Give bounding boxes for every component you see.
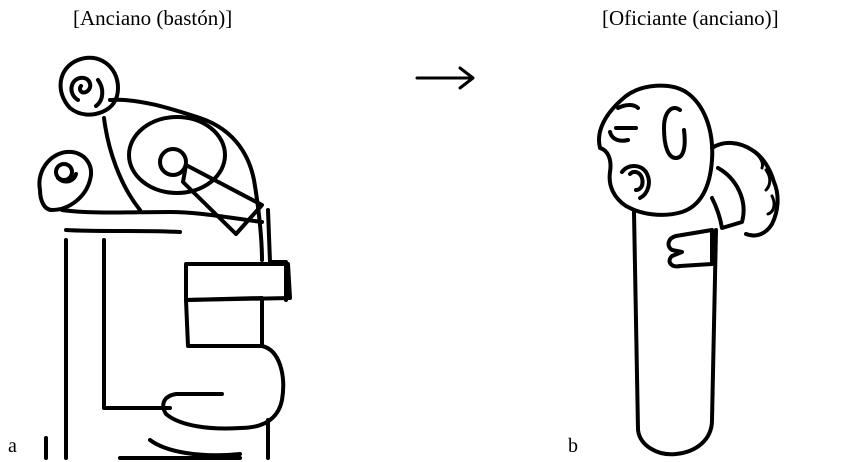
ear-spool-center bbox=[160, 149, 186, 175]
loincloth bbox=[186, 298, 262, 346]
drawing-officiant-elder bbox=[599, 86, 778, 455]
elder-back-outline bbox=[110, 100, 262, 260]
head-spiral-ornament bbox=[71, 78, 90, 100]
elder-front-outline bbox=[104, 118, 140, 210]
lower-leg bbox=[163, 346, 283, 428]
officiant-brow bbox=[618, 105, 638, 108]
officiant-head-outline bbox=[599, 86, 712, 215]
officiant-arm bbox=[712, 168, 744, 228]
horizontal-arm bbox=[62, 210, 262, 222]
officiant-body bbox=[634, 212, 716, 454]
officiant-ear bbox=[664, 108, 685, 158]
ear-spool-disc bbox=[129, 117, 225, 193]
drawing-elder-with-staff bbox=[39, 58, 290, 458]
arm-wedge bbox=[183, 165, 262, 234]
officiant-hand bbox=[669, 230, 712, 266]
belt-band bbox=[186, 264, 290, 300]
transition-arrow-icon bbox=[417, 68, 473, 88]
